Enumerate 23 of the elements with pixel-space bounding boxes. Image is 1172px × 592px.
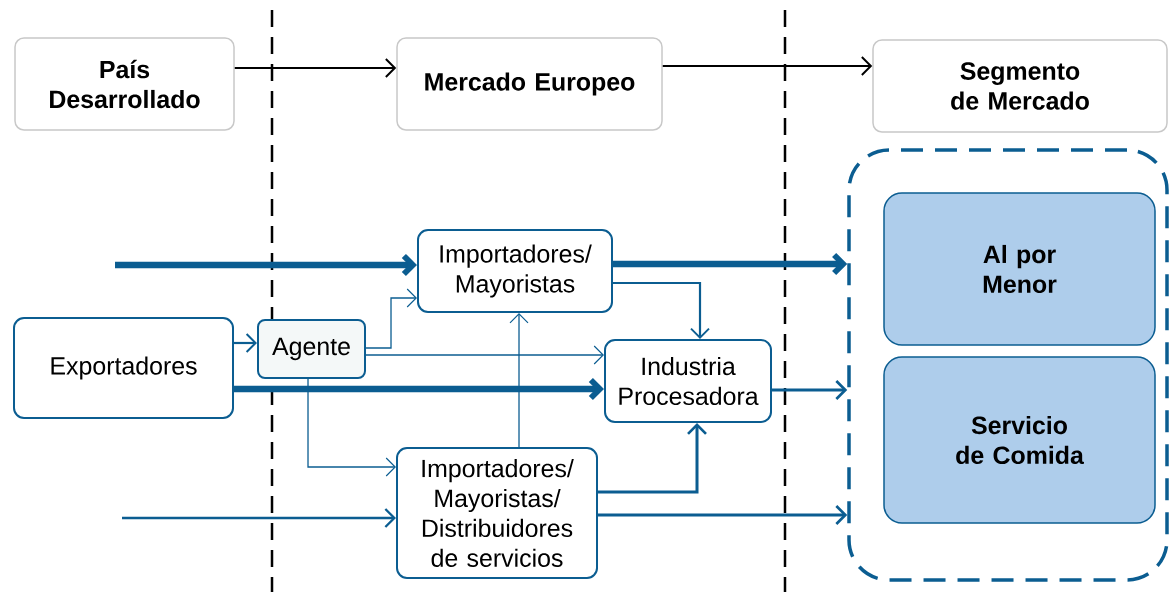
arrow (122, 508, 396, 528)
stage-box: País Desarrollado (14, 37, 235, 131)
arrow (662, 56, 873, 76)
arrow (307, 378, 396, 477)
segment-box: Al por Menor (883, 192, 1156, 346)
stage-box: Mercado Europeo (396, 37, 663, 131)
segment-box: Servicio de Comida (883, 356, 1156, 524)
arrow (365, 345, 604, 365)
arrow (598, 423, 707, 494)
arrow (234, 333, 257, 353)
stage-box: Segmento de Mercado (872, 39, 1168, 133)
process-box: Industria Procesadora (604, 339, 772, 423)
process-box: Agente (257, 319, 366, 379)
arrow (234, 58, 397, 78)
process-box: Importadores/ Mayoristas (417, 229, 613, 313)
process-box: Importadores/ Mayoristas/ Distribuidores de servicios (396, 447, 598, 579)
arrow (365, 288, 417, 349)
arrow (509, 313, 529, 448)
arrow (598, 505, 848, 525)
process-box: Exportadores (13, 317, 234, 419)
segment-group-box (847, 148, 1169, 582)
arrow (772, 380, 848, 400)
arrow (613, 281, 710, 339)
